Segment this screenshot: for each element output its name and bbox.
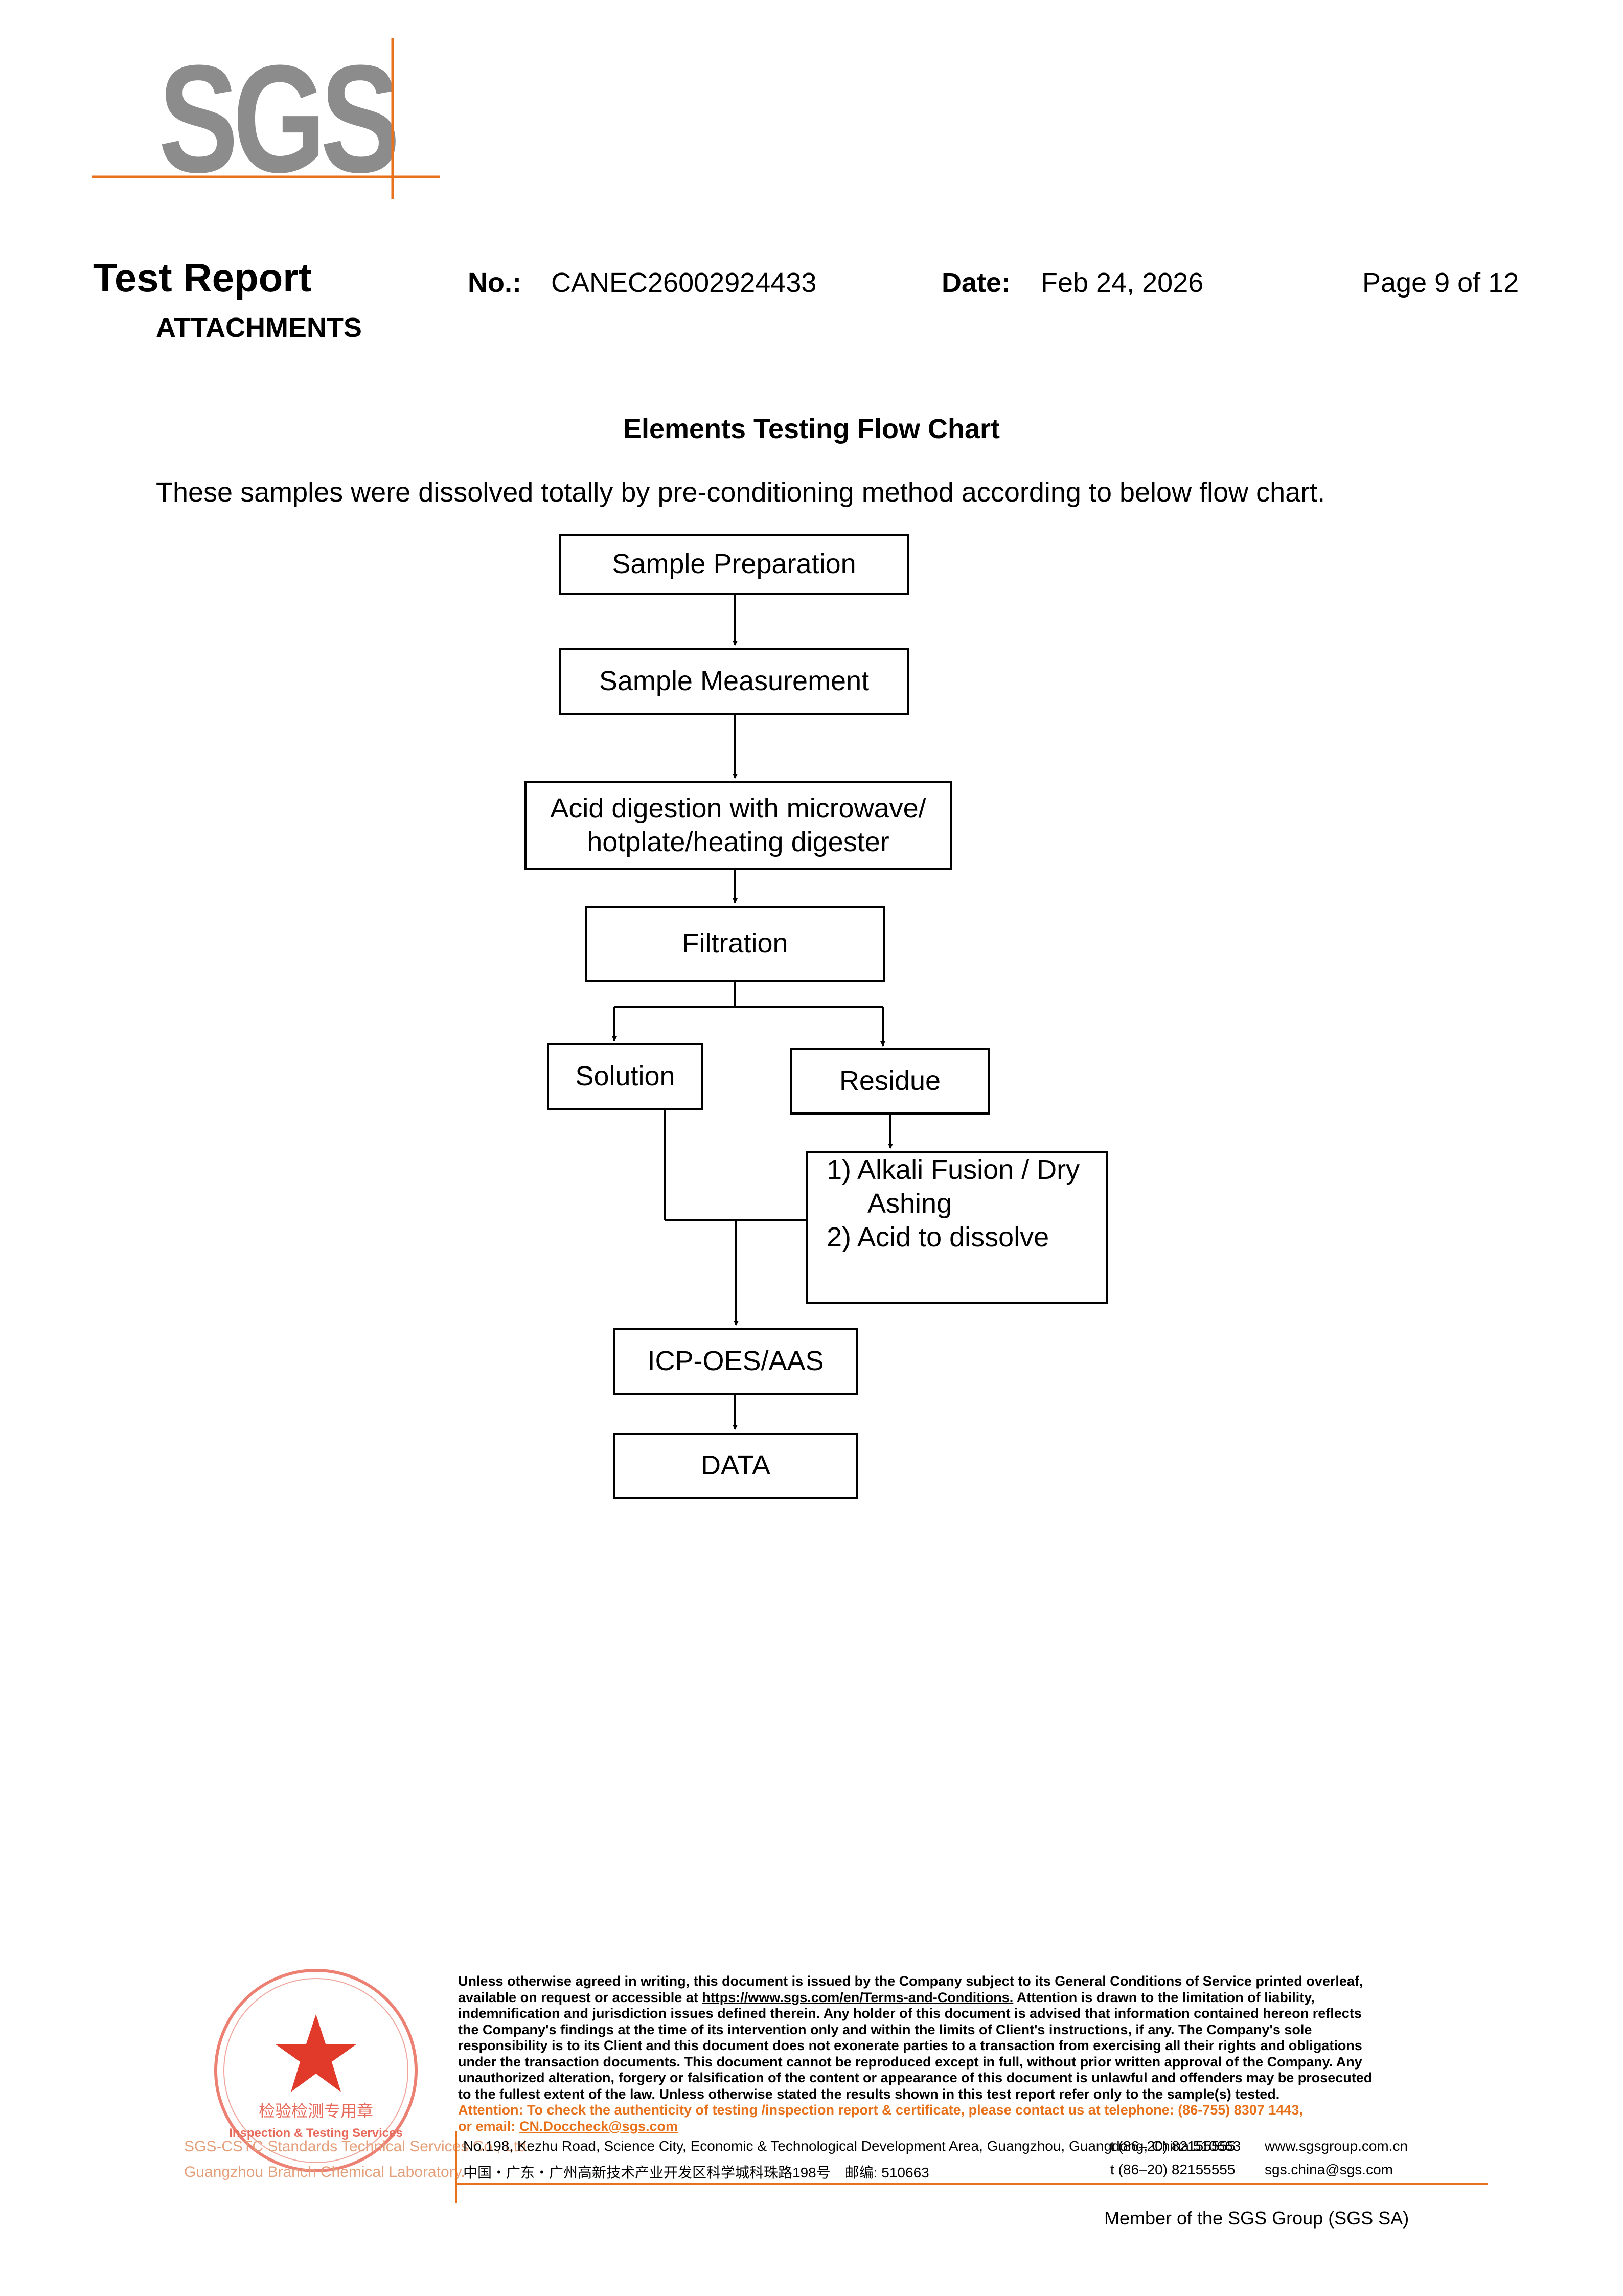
disclaimer-line: to the fullest extent of the law. Unless…	[458, 2086, 1280, 2102]
disclaimer-line: unauthorized alteration, forgery or fals…	[458, 2070, 1373, 2085]
page-number: Page 9 of 12	[1362, 267, 1519, 298]
legal-disclaimer: Unless otherwise agreed in writing, this…	[458, 1973, 1409, 2102]
flow-box-solution: Solution	[547, 1043, 703, 1110]
flow-box-residue: Residue	[790, 1048, 990, 1115]
svg-text:Inspection & Testing Services: Inspection & Testing Services	[229, 2126, 403, 2140]
attention-line: Attention: To check the authenticity of …	[458, 2102, 1303, 2118]
flow-label: ICP-OES/AAS	[647, 1346, 824, 1377]
intro-text: These samples were dissolved totally by …	[156, 477, 1325, 508]
step-1: 1) Alkali Fusion / Dry	[827, 1154, 1080, 1185]
footer-divider	[455, 2183, 1488, 2185]
disclaimer-line: the Company's findings at the time of it…	[458, 2021, 1312, 2037]
flow-label: Sample Preparation	[612, 549, 856, 580]
flow-label-line1: Acid digestion with microwave/	[550, 793, 926, 824]
flow-label: Sample Measurement	[599, 666, 870, 697]
attachments-heading: ATTACHMENTS	[156, 312, 362, 343]
attention-line: or email: CN.Doccheck@sgs.com	[458, 2118, 678, 2134]
disclaimer-line: responsibility is to its Client and this…	[458, 2038, 1362, 2053]
website[interactable]: www.sgsgroup.com.cn	[1265, 2138, 1408, 2154]
flow-label: DATA	[700, 1450, 770, 1481]
doccheck-email-link[interactable]: CN.Doccheck@sgs.com	[519, 2118, 678, 2134]
authenticity-notice: Attention: To check the authenticity of …	[458, 2102, 1429, 2134]
report-number-label: No.:	[468, 267, 521, 298]
date-label: Date:	[942, 267, 1011, 298]
flowchart-connectors	[612, 594, 893, 1430]
flow-label: Residue	[839, 1065, 941, 1097]
flow-box-data: DATA	[613, 1433, 858, 1499]
flow-box-icp-oes-aas: ICP-OES/AAS	[613, 1328, 858, 1395]
address-english: No.198, Kezhu Road, Science City, Econom…	[463, 2138, 1241, 2154]
flow-box-filtration: Filtration	[585, 906, 885, 982]
company-branch-en: Guangzhou Branch Chemical Laboratory.	[184, 2164, 465, 2180]
svg-text:检验检测专用章: 检验检测专用章	[259, 2101, 373, 2121]
company-name-en: SGS-CSTC Standards Technical Services Co…	[184, 2138, 531, 2155]
contact-email[interactable]: sgs.china@sgs.com	[1265, 2162, 1393, 2177]
address-chinese: 中国・广东・广州高新技术产业开发区科学城科珠路198号 邮编: 510663	[463, 2165, 929, 2180]
flow-label: Solution	[575, 1061, 675, 1092]
report-title: Test Report	[93, 255, 312, 300]
flow-label-line2: hotplate/heating digester	[587, 827, 889, 857]
disclaimer-line: under the transaction documents. This do…	[458, 2054, 1362, 2070]
sgs-group-membership: Member of the SGS Group (SGS SA)	[1104, 2208, 1409, 2229]
disclaimer-line: available on request or accessible at ht…	[458, 1989, 1315, 2005]
company-seal: 检验检测专用章 Inspection & Testing Services	[214, 1969, 418, 2172]
disclaimer-line: indemnification and jurisdiction issues …	[458, 2006, 1362, 2021]
step-2: 2) Acid to dissolve	[827, 1221, 1049, 1253]
flow-box-sample-measurement: Sample Measurement	[559, 648, 909, 715]
disclaimer-line: Unless otherwise agreed in writing, this…	[458, 1973, 1363, 1989]
flow-box-sample-preparation: Sample Preparation	[559, 534, 909, 595]
flow-box-acid-digestion: Acid digestion with microwave/ hotplate/…	[524, 781, 952, 870]
report-date: Feb 24, 2026	[1041, 267, 1204, 298]
flow-box-fusion-steps: 1) Alkali Fusion / Dry Ashing 2) Acid to…	[806, 1151, 1108, 1304]
phone-1: t (86–20) 82155555	[1110, 2138, 1236, 2154]
terms-link[interactable]: https://www.sgs.com/en/Terms-and-Conditi…	[702, 1989, 1014, 2005]
footer-divider-vertical	[455, 2131, 457, 2203]
report-number: CANEC26002924433	[551, 267, 817, 298]
sgs-logo: SGS	[92, 36, 440, 204]
step-1-cont: Ashing	[867, 1188, 952, 1219]
section-title: Elements Testing Flow Chart	[623, 414, 1000, 444]
flow-label: Filtration	[682, 928, 788, 959]
seal-star-icon	[275, 2014, 357, 2092]
phone-2: t (86–20) 82155555	[1110, 2162, 1236, 2177]
